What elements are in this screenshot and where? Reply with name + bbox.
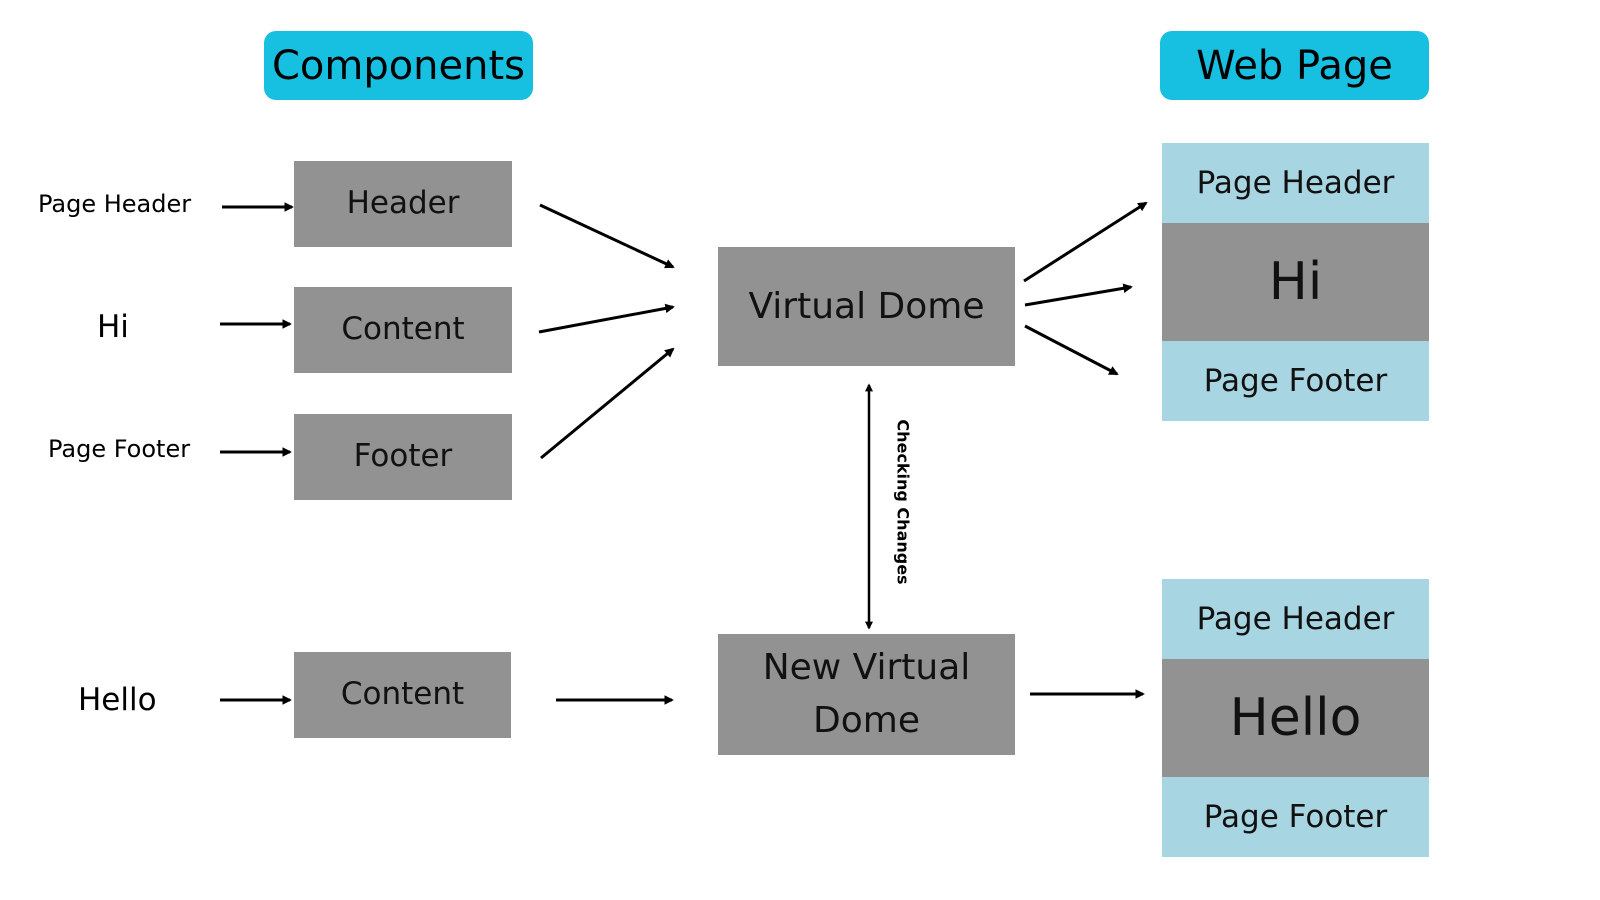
web-page-title: Web Page [1160, 31, 1429, 100]
web-page-new-content-text: Hello [1229, 688, 1362, 748]
web-page-new-content: Hello [1162, 659, 1429, 777]
component-content-new-box: Content [294, 652, 511, 738]
web-page-old-header-text: Page Header [1196, 165, 1395, 201]
arrow-header-to-vdom [539, 203, 675, 269]
components-title: Components [264, 31, 533, 100]
input-label-hello: Hello [78, 682, 157, 718]
web-page-old-content: Hi [1162, 223, 1429, 341]
new-virtual-dom-text-line2: Dome [813, 699, 920, 741]
web-page-old-footer: Page Footer [1162, 341, 1429, 421]
web-page-new-footer-text: Page Footer [1203, 799, 1388, 835]
input-label-hi: Hi [97, 309, 129, 345]
virtual-dom-text: Virtual Dome [748, 285, 985, 327]
arrow-content-to-vdom [538, 303, 675, 334]
component-footer-box: Footer [294, 414, 512, 500]
new-virtual-dom-box: New Virtual Dome [718, 634, 1015, 755]
web-page-old-header: Page Header [1162, 143, 1429, 223]
components-title-text: Components [271, 42, 526, 89]
web-page-old: Page Header Hi Page Footer [1162, 143, 1429, 421]
component-header-box: Header [294, 161, 512, 247]
component-content-box: Content [294, 287, 512, 373]
arrow-vdom-to-page-header [1023, 201, 1148, 283]
new-virtual-dom-text-line1: New Virtual [762, 647, 971, 689]
web-page-old-footer-text: Page Footer [1203, 363, 1388, 399]
component-footer-text: Footer [353, 438, 453, 475]
web-page-new-footer: Page Footer [1162, 777, 1429, 857]
arrow-footer-to-vdom [540, 347, 675, 460]
component-content-text: Content [341, 311, 465, 348]
web-page-new-header-text: Page Header [1196, 601, 1395, 637]
web-page-title-text: Web Page [1196, 42, 1393, 89]
component-header-text: Header [346, 185, 460, 222]
web-page-old-content-text: Hi [1268, 252, 1323, 312]
arrow-vdom-to-page-content [1024, 283, 1133, 307]
web-page-new: Page Header Hello Page Footer [1162, 579, 1429, 857]
input-label-page-header: Page Header [38, 190, 192, 218]
component-content-new-text: Content [340, 676, 465, 713]
web-page-new-header: Page Header [1162, 579, 1429, 659]
arrow-vdom-to-page-footer [1024, 324, 1119, 376]
virtual-dom-box: Virtual Dome [718, 247, 1015, 366]
input-label-page-footer: Page Footer [48, 435, 191, 463]
